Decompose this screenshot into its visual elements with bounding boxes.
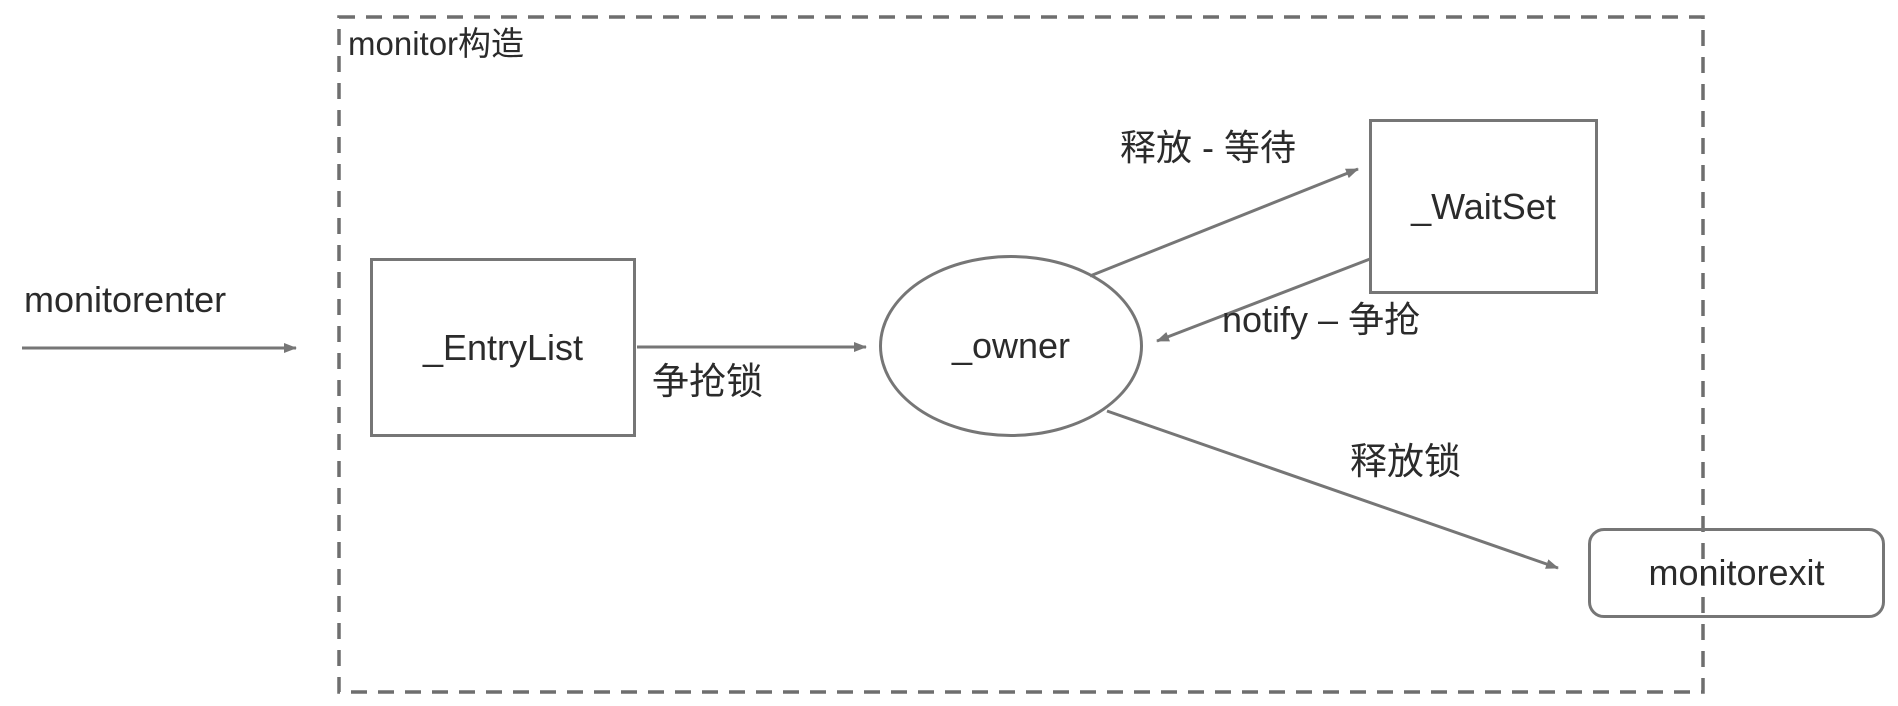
monitorexit-node-label: monitorexit [1648, 552, 1825, 593]
waitset-node-label: _WaitSet [1411, 185, 1556, 227]
waitset-to-owner-arrow [1156, 257, 1371, 343]
owner-node-label: _owner [951, 325, 1071, 366]
owner-to-monitorexit-arrow [1106, 409, 1559, 570]
edge-label-release-wait: 释放 - 等待 [1120, 127, 1296, 168]
monitor-frame-border [337, 15, 1705, 694]
entrylist-node: _EntryList [370, 258, 636, 437]
owner-node: _owner [879, 255, 1143, 437]
edge-label-notify-contend: notify – 争抢 [1222, 299, 1421, 340]
edge-label-contend-lock: 争抢锁 [652, 361, 763, 402]
monitorenter-label: monitorenter [24, 279, 227, 320]
monitorexit-node: monitorexit [1588, 528, 1885, 618]
waitset-node: _WaitSet [1369, 119, 1598, 294]
owner-to-waitset-arrow [1089, 167, 1359, 278]
entrylist-node-label: _EntryList [422, 326, 584, 368]
diagram-title: monitor构造 [348, 25, 525, 62]
edge-label-release-lock: 释放锁 [1350, 441, 1461, 482]
